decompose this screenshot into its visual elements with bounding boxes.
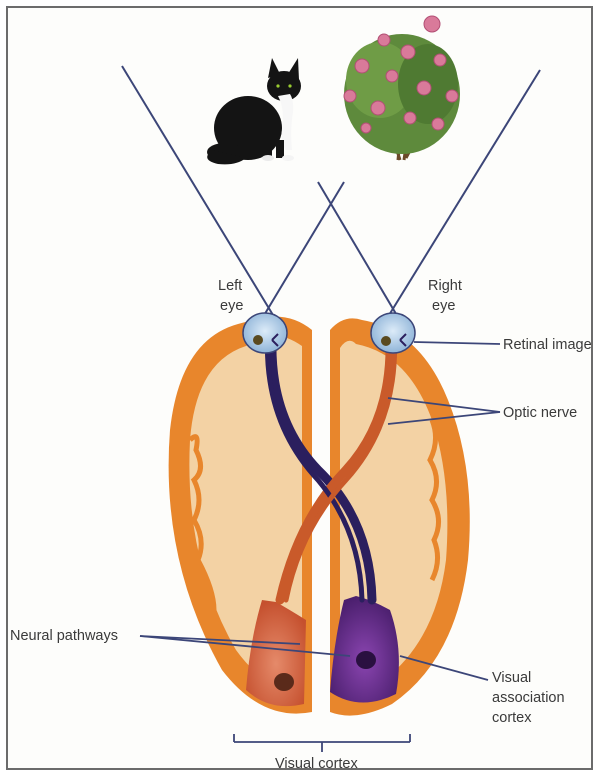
neural-pathways-label: Neural pathways	[10, 628, 118, 644]
left-eye-label-line2: eye	[220, 298, 243, 314]
visual-cortex-label: Visual cortex	[275, 756, 358, 772]
rose-bush-illustration	[344, 16, 460, 160]
right-eye	[371, 313, 415, 353]
visual-association-label-line1: Visual	[492, 670, 531, 686]
right-cortex-image	[356, 651, 376, 669]
cat-illustration	[207, 58, 301, 164]
sight-lines	[122, 66, 540, 324]
visual-association-label-line2: association	[492, 690, 565, 706]
optic-nerve-label: Optic nerve	[503, 405, 577, 421]
sight-line-right-inner	[318, 182, 402, 324]
left-eye-label-line1: Left	[218, 278, 242, 294]
left-eye	[243, 313, 287, 353]
right-eye-label-line2: eye	[432, 298, 455, 314]
visual-association-label-line3: cortex	[492, 710, 532, 726]
right-eye-label-line1: Right	[428, 278, 462, 294]
retinal-image-label: Retinal image	[503, 337, 592, 353]
leader-retinal-image	[414, 342, 500, 344]
left-cortex-image	[274, 673, 294, 691]
